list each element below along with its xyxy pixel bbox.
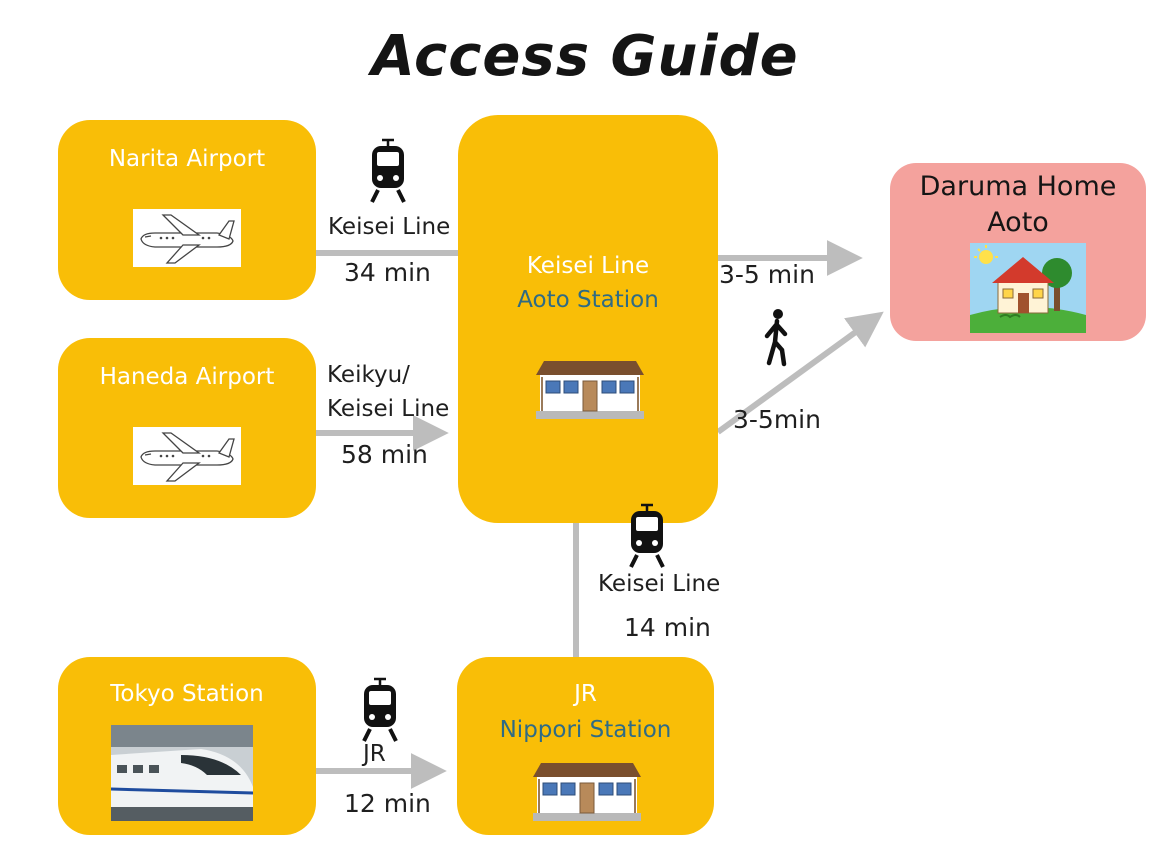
haneda-airport-box: Haneda Airport xyxy=(58,338,316,518)
shinkansen-photo xyxy=(111,725,253,821)
page-title: Access Guide xyxy=(371,24,799,89)
nippori-station-box: JR Nippori Station xyxy=(457,657,714,835)
narita-route-line: Keisei Line xyxy=(328,214,451,240)
tokyo-station-label: Tokyo Station xyxy=(110,681,264,707)
train-icon xyxy=(627,503,667,569)
haneda-airport-label: Haneda Airport xyxy=(99,364,275,390)
train-icon xyxy=(360,677,400,743)
aoto-station-label: Aoto Station xyxy=(517,287,659,313)
house-icon xyxy=(970,243,1086,333)
narita-airport-label: Narita Airport xyxy=(108,146,266,172)
haneda-route-time: 58 min xyxy=(341,440,428,469)
nippori-line-label: JR xyxy=(574,681,597,707)
tokyo-station-box: Tokyo Station xyxy=(58,657,316,835)
destination-name-line2: Aoto xyxy=(987,207,1049,238)
haneda-route-line1: Keikyu/ xyxy=(327,362,410,388)
station-building-icon xyxy=(533,759,641,823)
train-icon xyxy=(368,138,408,204)
nippori-station-label: Nippori Station xyxy=(499,717,672,743)
walk-top-time: 3-5 min xyxy=(719,260,815,289)
tokyo-route-time: 12 min xyxy=(344,789,431,818)
narita-route-time: 34 min xyxy=(344,258,431,287)
haneda-route-line2: Keisei Line xyxy=(327,396,450,422)
aoto-line-label: Keisei Line xyxy=(526,253,650,279)
walk-bottom-time: 3-5min xyxy=(733,405,821,434)
aoto-station-box: Keisei Line Aoto Station xyxy=(458,115,718,523)
airplane-icon xyxy=(133,427,241,485)
narita-airport-box: Narita Airport xyxy=(58,120,316,300)
aoto-home-bottom-arrow xyxy=(716,311,884,435)
airplane-icon xyxy=(133,209,241,267)
nippori-route-time: 14 min xyxy=(624,613,711,642)
walking-person-icon xyxy=(762,308,792,368)
tokyo-route-line: JR xyxy=(363,741,386,767)
destination-name-line1: Daruma Home xyxy=(919,171,1117,202)
nippori-route-line: Keisei Line xyxy=(598,571,721,597)
daruma-home-box: Daruma Home Aoto xyxy=(890,163,1146,341)
station-building-icon xyxy=(536,357,644,421)
